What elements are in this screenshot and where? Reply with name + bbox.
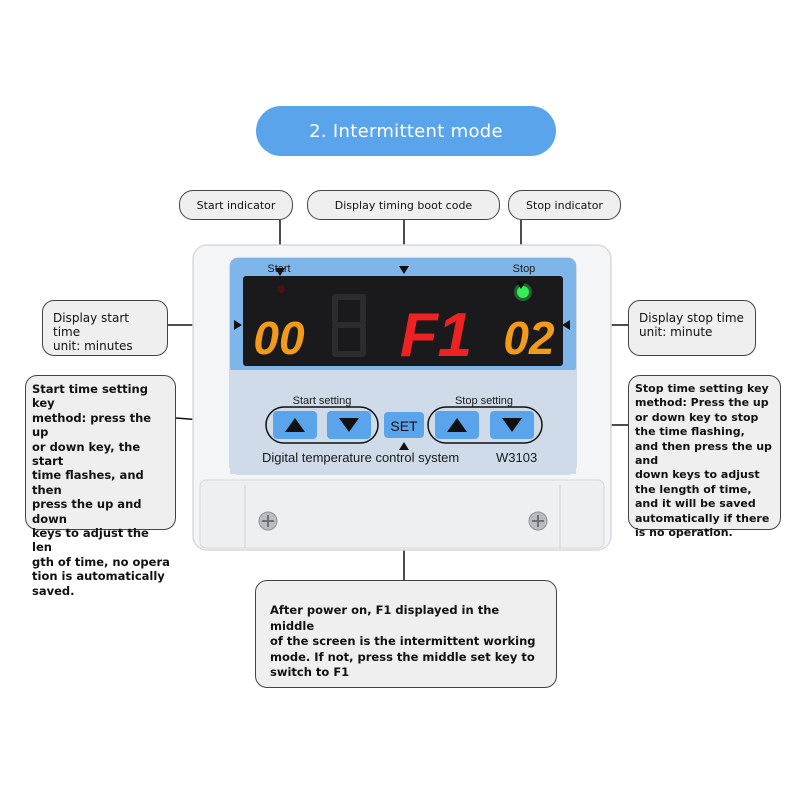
set-button[interactable]: SET <box>384 412 424 438</box>
stop-indicator-led <box>517 286 529 298</box>
callout-start-key: Start time setting key method: press the… <box>25 375 176 598</box>
start-buttons-outline <box>265 406 379 444</box>
stop-up-button[interactable] <box>435 411 479 439</box>
dim-digit <box>332 294 366 357</box>
model-text: W3103 <box>496 450 537 465</box>
callout-stop-key: Stop time setting key method: Press the … <box>628 375 781 539</box>
start-time-digits: 00 <box>253 312 305 364</box>
arrow-down-icon <box>502 418 522 432</box>
start-indicator-led <box>277 285 285 293</box>
lcd-window <box>243 276 563 366</box>
arrow-up-icon <box>285 418 305 432</box>
housing-bottom <box>199 479 605 549</box>
brand-text: Digital temperature control system <box>262 450 459 465</box>
start-up-button[interactable] <box>273 411 317 439</box>
arrow-down-icon <box>339 418 359 432</box>
arrow-up-icon <box>447 418 467 432</box>
boot-code-digits: F1 <box>400 301 472 370</box>
start-setting-label: Start setting <box>293 395 352 407</box>
callout-boot-code: Display timing boot code <box>307 190 500 220</box>
stop-buttons-outline <box>427 406 543 444</box>
start-down-button[interactable] <box>327 411 371 439</box>
callout-start-indicator: Start indicator <box>179 190 293 220</box>
callout-stop-time: Display stop time unit: minute <box>628 300 756 356</box>
callout-power-on: After power on, F1 displayed in the midd… <box>255 580 557 688</box>
callout-start-time: Display start time unit: minutes <box>42 300 168 356</box>
stop-label: Stop <box>513 263 536 275</box>
screw-icon <box>258 511 278 531</box>
stop-down-button[interactable] <box>490 411 534 439</box>
screw-icon <box>528 511 548 531</box>
callout-stop-indicator: Stop indicator <box>508 190 621 220</box>
set-button-label: SET <box>390 418 418 434</box>
stop-setting-label: Stop setting <box>455 395 513 407</box>
stop-time-digits: 02 <box>503 312 555 364</box>
page-title: 2. Intermittent mode <box>256 106 556 156</box>
